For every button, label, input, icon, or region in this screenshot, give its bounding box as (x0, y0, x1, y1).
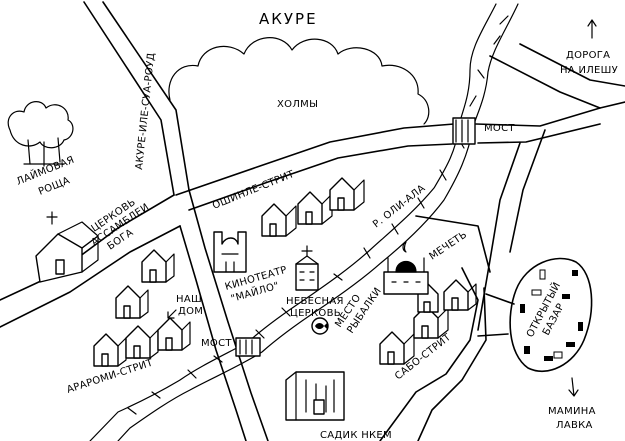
mosque-label: МЕЧЕТЬ (428, 229, 470, 262)
house-icon (379, 331, 415, 365)
fish-icon (311, 317, 329, 335)
cinema-building (213, 231, 247, 273)
mama-shop-label-1: МАМИНА (548, 406, 596, 417)
house-icon (297, 191, 333, 225)
arrow-to-mama-shop (568, 377, 579, 397)
map-title: АКУРЕ (259, 10, 318, 28)
road-ilesha-label-1: ДОРОГА (566, 50, 610, 61)
bridge-bottom (235, 337, 261, 357)
house-icon (141, 249, 175, 283)
crescent-icon (402, 241, 407, 253)
bridge-top-label: МОСТ (484, 123, 515, 134)
road-vertical-label: АКУРЕ-ИЛЕ-СУА-РОУД (134, 52, 157, 170)
our-house-label-1: НАШ (176, 294, 202, 305)
house-icon (115, 285, 149, 319)
church-assembly (35, 211, 99, 283)
hills-drawing (168, 37, 430, 125)
kindergarten-building (285, 371, 345, 421)
mama-shop-label-2: ЛАВКА (556, 420, 593, 431)
house-icon (125, 325, 159, 359)
bridge-bottom-label: МОСТ (201, 338, 232, 349)
house-icon (261, 203, 297, 237)
north-arrow-icon (587, 19, 597, 39)
house-our-home (157, 317, 191, 351)
open-market (509, 257, 593, 373)
lime-grove-label-2: РОЩА (37, 175, 72, 198)
heavenly-church-label-2: ЦЕРКОВЬ (290, 308, 341, 319)
our-house-label-2: ДОМ (178, 306, 203, 317)
kindergarten-label: САДИК НКЕМ (320, 430, 392, 441)
house-icon (329, 177, 365, 211)
cross-icon (46, 211, 58, 225)
oshinle-street-label: ОШИНЛЕ-СТРИТ (211, 169, 297, 212)
road-ilesha-label-2: НА ИЛЕШУ (560, 65, 618, 76)
heavenly-church-label-1: НЕБЕСНАЯ (286, 296, 344, 307)
arrow-to-home (167, 309, 177, 319)
houses (93, 177, 477, 367)
house-icon (443, 279, 477, 311)
house-icon (93, 333, 127, 367)
bridge-top (452, 117, 476, 145)
mosque-building (383, 241, 429, 295)
cross-icon (301, 245, 313, 257)
heavenly-church (295, 245, 319, 291)
river (89, 3, 519, 441)
tree-icon (7, 101, 74, 167)
hills-label: ХОЛМЫ (277, 99, 318, 110)
